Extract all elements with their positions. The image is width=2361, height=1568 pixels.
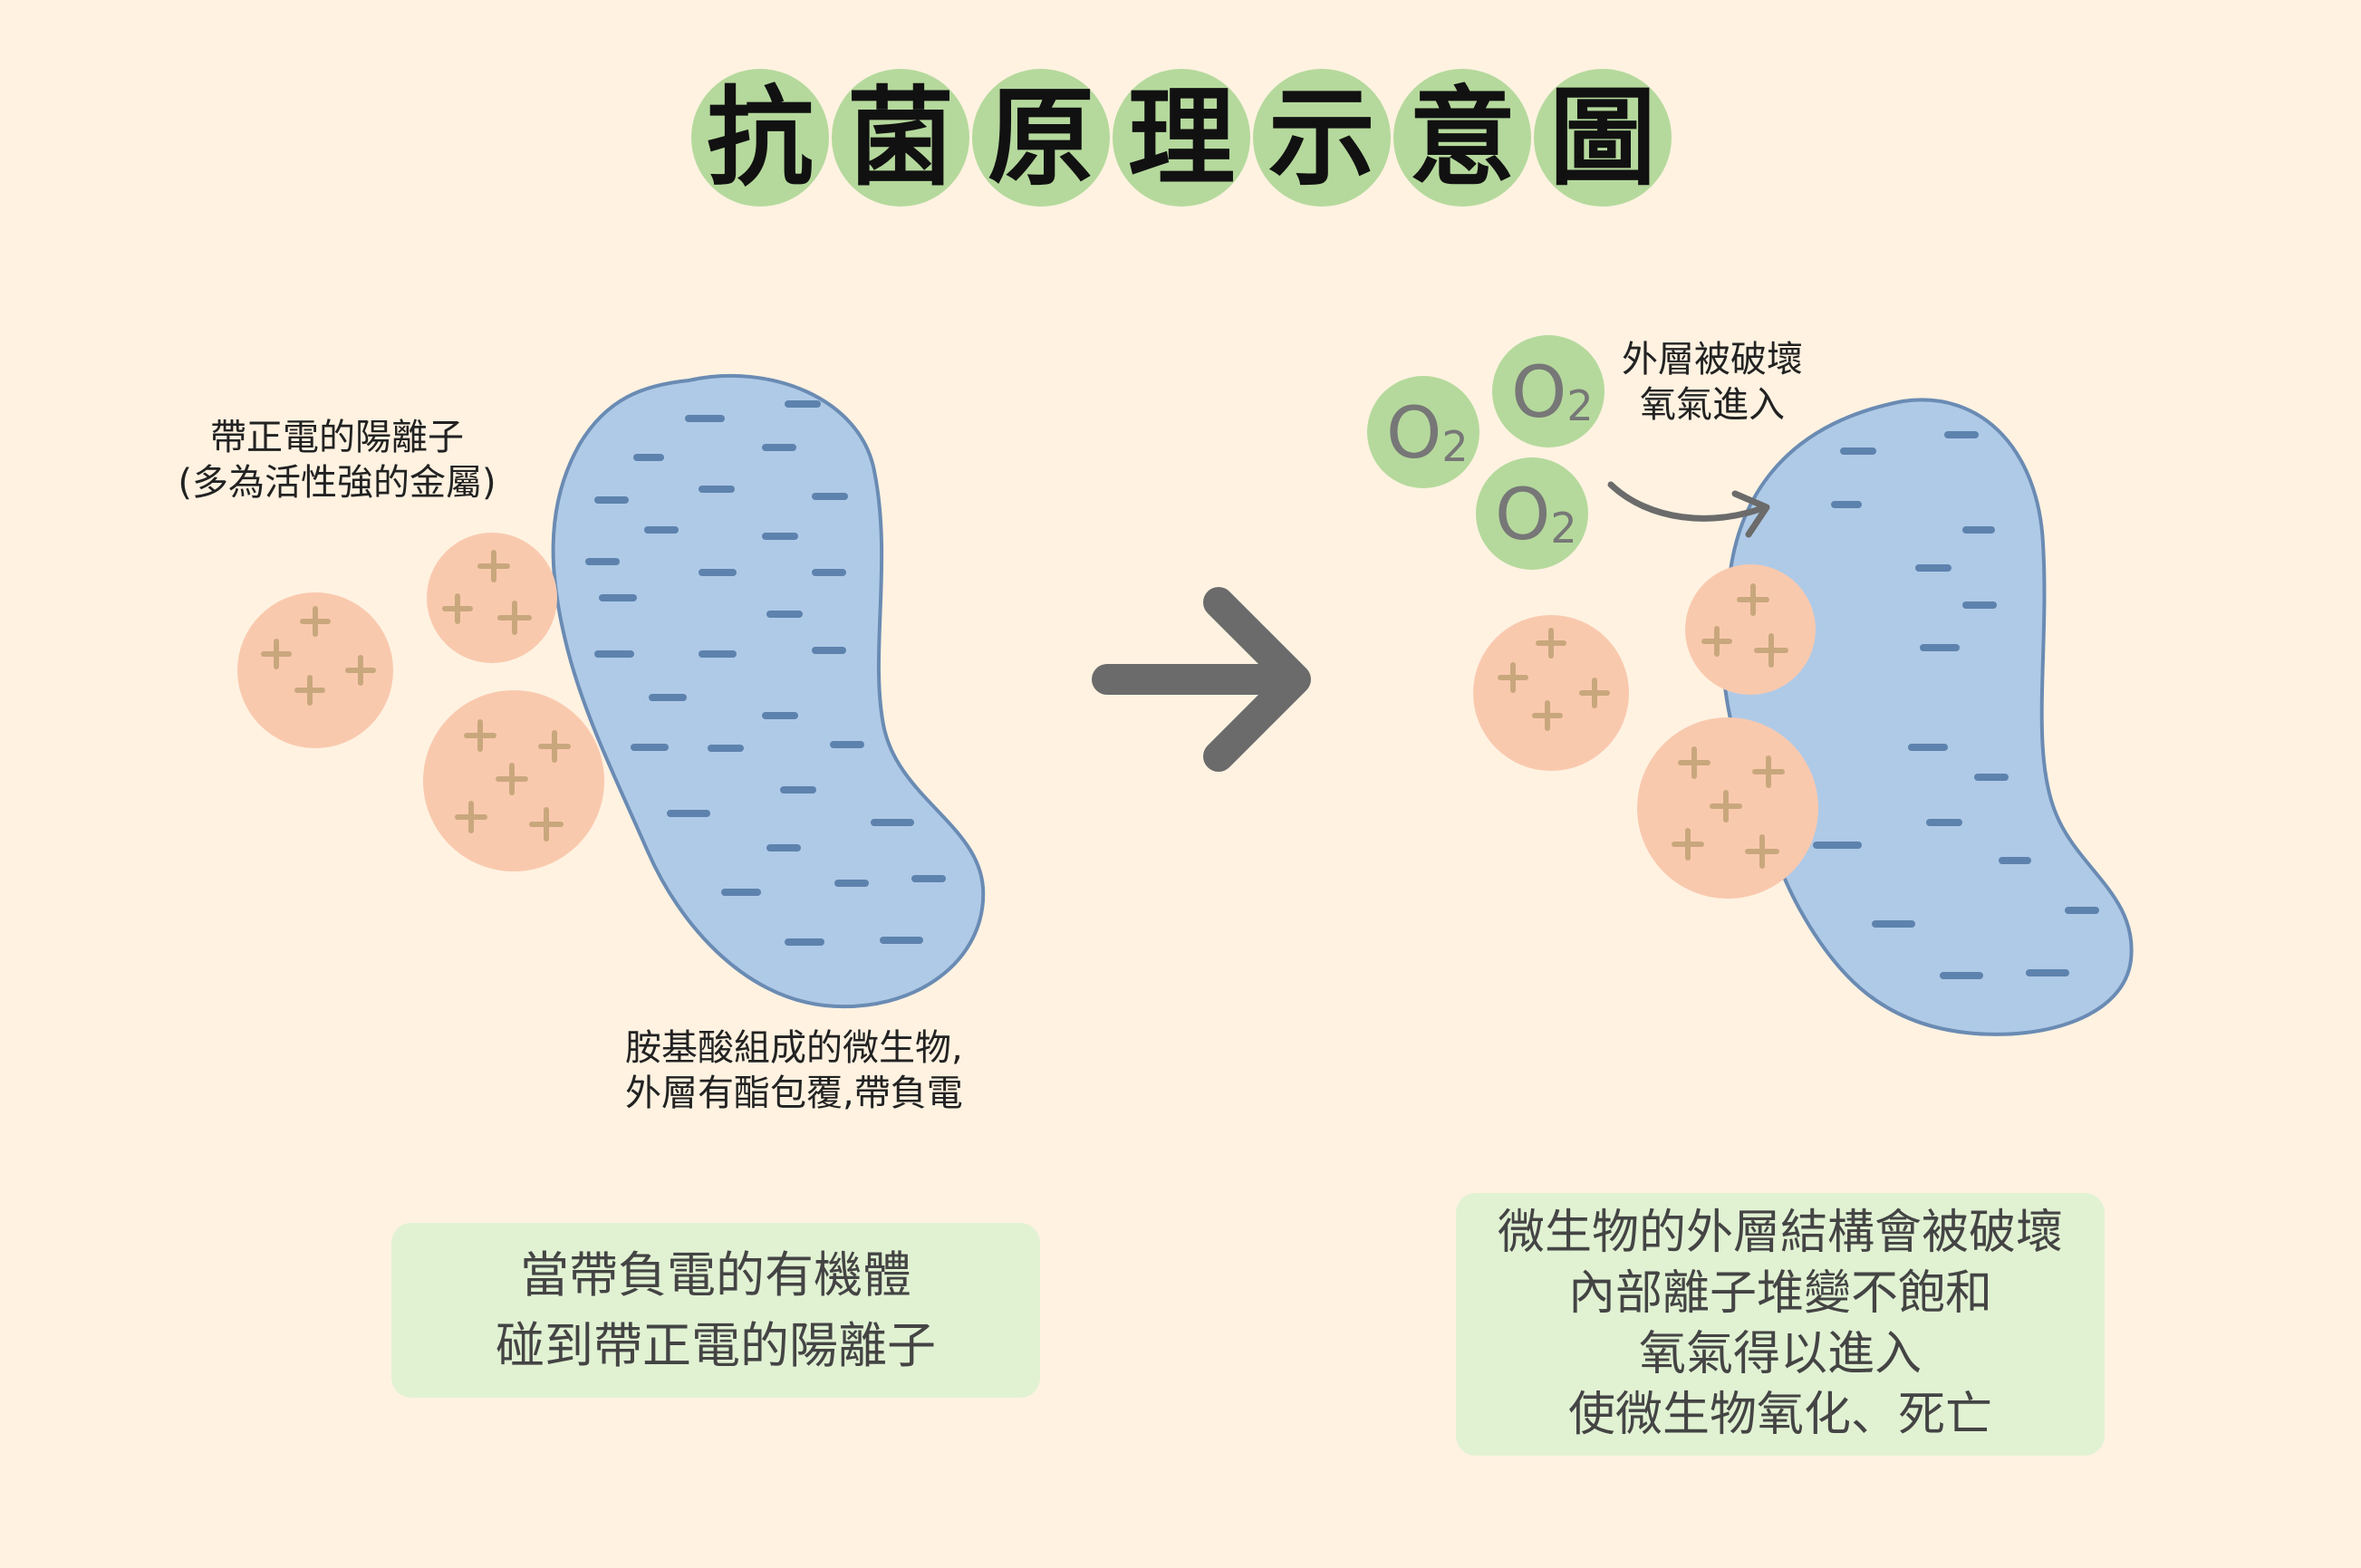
positive-charge-mark [1672, 828, 1704, 861]
caption-right-line4: 使微生物氧化、死亡 [1567, 1388, 1992, 1442]
diagram-title: 抗 菌 原 理 示 意 圖 [691, 69, 1679, 214]
caption-right-line2: 內部離子堆變不飽和 [1567, 1266, 1992, 1321]
positive-charge-mark [1678, 746, 1711, 779]
positive-charge-mark [1745, 834, 1779, 869]
positive-charge-mark [294, 675, 325, 706]
microbe-right [1720, 398, 2134, 1036]
oxygen-subscript: 2 [1441, 422, 1468, 471]
positive-charge-mark [261, 639, 292, 669]
positive-charge-mark [1710, 790, 1742, 822]
transition-arrow [1092, 587, 1311, 772]
positive-charge-mark [1737, 583, 1769, 616]
positive-charges-right [1498, 583, 1788, 869]
positive-charge-mark [497, 601, 532, 635]
caption-left-line1: 當帶負電的有機體 [520, 1246, 911, 1303]
positive-charge-mark [1532, 700, 1563, 731]
positive-charge-mark [464, 719, 496, 752]
caption-right-line1: 微生物的外層結構會被破壞 [1497, 1206, 2063, 1260]
positive-charge-mark [442, 593, 473, 624]
negative-charges-left [585, 400, 946, 946]
cation-small-left [237, 592, 393, 748]
caption-right: 微生物的外層結構會被破壞 內部離子堆變不飽和 氧氣得以進入 使微生物氧化、死亡 [1456, 1193, 2105, 1456]
oxygen-molecule: O2 [1492, 335, 1605, 447]
svg-text:O2: O2 [1386, 393, 1469, 475]
caption-left: 當帶負電的有機體 碰到帶正電的陽離子 [391, 1223, 1040, 1398]
oxygen-symbol: O [1386, 393, 1441, 475]
title-char: 示 [1253, 69, 1391, 207]
oxygen-symbol: O [1495, 475, 1550, 556]
title-char: 抗 [691, 69, 829, 207]
positive-charge-mark [477, 550, 510, 582]
svg-text:O2: O2 [1495, 475, 1577, 556]
positive-charge-mark [455, 801, 487, 833]
cation-top-right [1685, 564, 1816, 695]
microbe-left [551, 373, 986, 1009]
title-char: 原 [972, 69, 1110, 207]
cation-top-left [427, 533, 557, 663]
positive-charge-mark [345, 655, 376, 686]
title-char: 圖 [1534, 69, 1672, 207]
positive-charges-left [261, 550, 571, 842]
oxygen-subscript: 2 [1566, 381, 1593, 430]
microbe-label-line2: 外層有酯包覆,帶負電 [625, 1073, 963, 1114]
positive-charge-mark [1498, 662, 1528, 693]
positive-charge-mark [1701, 626, 1732, 657]
oxygen-molecule: O2 [1367, 376, 1479, 488]
svg-text:O2: O2 [1511, 352, 1594, 434]
title-char: 意 [1393, 69, 1531, 207]
microbe-label-line1: 胺基酸組成的微生物, [625, 1027, 963, 1069]
negative-charges-right [1813, 431, 2099, 979]
oxygen-label-line1: 外層被破壞 [1622, 339, 1803, 380]
positive-charge-mark [1536, 628, 1566, 659]
cation-label: 帶正電的陽離子 (多為活性強的金屬) [165, 415, 509, 505]
oxygen-subscript: 2 [1550, 504, 1576, 553]
cation-label-line1: 帶正電的陽離子 [210, 417, 464, 458]
positive-charge-mark [496, 763, 528, 795]
positive-charge-mark [1579, 678, 1610, 708]
oxygen-label: 外層被破壞 氧氣進入 [1613, 337, 1812, 428]
positive-charge-mark [538, 730, 571, 763]
positive-charge-mark [1752, 755, 1785, 788]
positive-charge-mark [1754, 633, 1788, 668]
oxygen-label-line2: 氧氣進入 [1640, 384, 1785, 426]
oxygen-entry-arrow [1607, 481, 1770, 538]
caption-left-line2: 碰到帶正電的陽離子 [496, 1316, 936, 1374]
microbe-label: 胺基酸組成的微生物, 外層有酯包覆,帶負電 [625, 1025, 1006, 1116]
title-char: 菌 [832, 69, 969, 207]
oxygen-molecule: O2 [1476, 457, 1588, 570]
positive-charge-mark [529, 807, 564, 842]
cation-small-right [1473, 615, 1629, 771]
positive-charge-mark [300, 606, 331, 637]
cation-label-line2: (多為活性強的金屬) [178, 462, 496, 504]
oxygen-symbol: O [1511, 352, 1566, 434]
caption-right-line3: 氧氣得以進入 [1638, 1327, 1922, 1381]
title-char: 理 [1113, 69, 1250, 207]
